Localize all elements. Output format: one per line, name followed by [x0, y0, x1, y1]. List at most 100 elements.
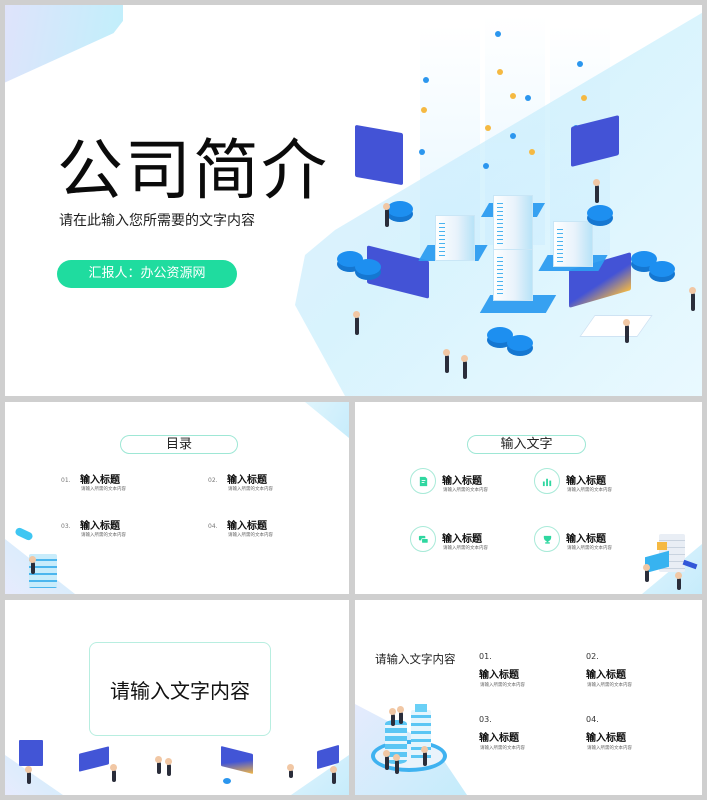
slide-cover[interactable]: 公司简介 请在此输入您所需要的文字内容 汇报人：办公资源网: [5, 5, 702, 396]
section-heading: 输入文字: [467, 435, 586, 454]
item-title: 输入标题: [80, 521, 120, 532]
item-desc: 请输入所需的文本内容: [480, 746, 525, 751]
folder-icon: [657, 542, 667, 550]
item-title: 输入标题: [479, 733, 519, 744]
server-tower: [435, 215, 475, 261]
server-tower: [493, 249, 533, 301]
person-figure: [165, 758, 172, 776]
data-dot: [495, 31, 501, 37]
storage-cylinder: [355, 259, 381, 275]
storage-cylinder: [223, 778, 231, 784]
data-dot: [577, 61, 583, 67]
data-dot: [529, 149, 535, 155]
slide-icon-list[interactable]: 输入文字 输入标题 请输入所需的文本内容 输入标题 请输入所需的文本内容 输入标…: [355, 402, 702, 594]
data-dot: [419, 149, 425, 155]
server-cylinder: [385, 720, 407, 764]
pie-chart-panel: [79, 746, 109, 772]
person-figure: [461, 355, 468, 379]
person-figure: [383, 203, 390, 227]
laptop-icon: [415, 704, 427, 712]
item-desc: 请输入所需的文本内容: [81, 533, 126, 538]
data-dot: [483, 163, 489, 169]
item-desc: 请输入所需的文本内容: [567, 488, 612, 493]
item-number: 03.: [479, 715, 492, 724]
item-number: 01.: [479, 652, 492, 661]
data-center-illustration: [325, 15, 702, 385]
document-edit-icon: [419, 476, 427, 486]
item-desc: 请输入所需的文本内容: [228, 533, 273, 538]
item-desc: 请输入所需的文本内容: [443, 488, 488, 493]
item-number: 03.: [61, 523, 71, 530]
item-title: 输入标题: [566, 534, 606, 545]
item-desc: 请输入所需的文本内容: [587, 746, 632, 751]
server-tower: [553, 221, 593, 267]
data-dot: [421, 107, 427, 113]
data-dot: [510, 93, 516, 99]
data-dot: [485, 125, 491, 131]
corner-decoration: [5, 5, 123, 83]
person-figure: [389, 708, 396, 726]
item-title: 输入标题: [586, 670, 626, 681]
text-box[interactable]: 请输入文字内容: [89, 642, 271, 736]
item-number: 04.: [208, 523, 218, 530]
server-tower: [493, 195, 533, 251]
keyboard: [579, 315, 653, 337]
item-desc: 请输入所需的文本内容: [228, 487, 273, 492]
person-figure: [25, 766, 32, 784]
trophy-icon: [543, 535, 551, 544]
icon-circle: [410, 468, 436, 494]
item-number: 02.: [586, 652, 599, 661]
person-figure: [155, 756, 162, 774]
storage-cylinder: [587, 205, 613, 221]
dashboard-panel: [355, 124, 403, 186]
corner-decoration: [305, 402, 349, 438]
cloud-icon: [14, 526, 34, 542]
item-title: 输入标题: [586, 733, 626, 744]
item-title: 输入标题: [442, 476, 482, 487]
item-title: 输入标题: [227, 475, 267, 486]
data-dot: [581, 95, 587, 101]
text-box-content: 请输入文字内容: [110, 678, 250, 703]
cover-subtitle: 请在此输入您所需要的文字内容: [59, 213, 255, 229]
item-title: 输入标题: [479, 670, 519, 681]
item-desc: 请输入所需的文本内容: [81, 487, 126, 492]
chat-bubbles-icon: [418, 535, 428, 544]
person-figure: [383, 750, 390, 770]
storage-cylinder: [487, 327, 513, 343]
item-number: 04.: [586, 715, 599, 724]
reporter-pill: 汇报人：办公资源网: [57, 260, 237, 288]
person-figure: [397, 706, 404, 724]
item-desc: 请输入所需的文本内容: [567, 546, 612, 551]
dashboard-panel: [19, 740, 43, 766]
platform-ring: [371, 740, 447, 772]
item-title: 输入标题: [442, 534, 482, 545]
person-figure: [421, 746, 428, 766]
person-figure: [110, 764, 117, 782]
item-title: 输入标题: [227, 521, 267, 532]
person-figure: [287, 764, 294, 778]
person-figure: [675, 572, 682, 590]
slide-contents[interactable]: 目录 01. 输入标题 请输入所需的文本内容 02. 输入标题 请输入所需的文本…: [5, 402, 349, 594]
section-heading: 请输入文字内容: [375, 652, 456, 666]
person-figure: [623, 319, 630, 343]
contents-heading: 目录: [120, 435, 238, 454]
storage-cylinder: [631, 251, 657, 267]
slide-numbered-list[interactable]: 请输入文字内容 01. 输入标题 请输入所需的文本内容 02. 输入标题 请输入…: [355, 600, 702, 795]
item-desc: 请输入所需的文本内容: [443, 546, 488, 551]
icon-circle: [534, 526, 560, 552]
data-dot: [497, 69, 503, 75]
server-tower: [411, 710, 431, 760]
person-figure: [330, 766, 337, 784]
data-dot: [525, 95, 531, 101]
item-desc: 请输入所需的文本内容: [480, 683, 525, 688]
cover-title: 公司简介: [57, 132, 329, 209]
item-number: 01.: [61, 477, 71, 484]
storage-cylinder: [387, 201, 413, 217]
storage-cylinder: [507, 335, 533, 351]
storage-cylinder: [649, 261, 675, 277]
slide-text-box[interactable]: 请输入文字内容: [5, 600, 349, 795]
icon-circle: [410, 526, 436, 552]
person-figure: [29, 556, 36, 574]
person-figure: [593, 179, 600, 203]
data-dot: [423, 77, 429, 83]
